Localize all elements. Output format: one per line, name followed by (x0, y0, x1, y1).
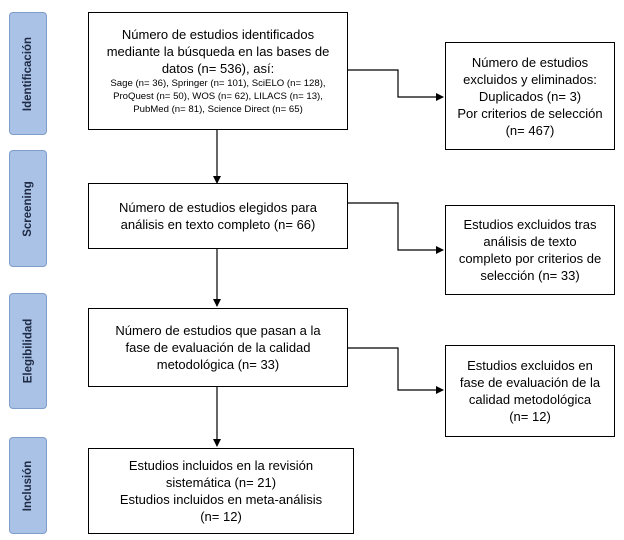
identified-sources-2: ProQuest (n= 50), WOS (n= 62), LILACS (n… (113, 91, 323, 102)
excl-dup-line-4: Por criterios de selección (457, 105, 603, 121)
excl-dup-line-5: (n= 467) (505, 122, 555, 138)
box-excluded-full-text: Estudios excluidos tras análisis de text… (445, 205, 615, 295)
excl-ft-line-1: Estudios excluidos tras (463, 217, 597, 232)
phase-identificacion: Identificación (9, 12, 47, 135)
excl-ft-line-2: análisis de texto (483, 234, 577, 249)
fulltext-line-1: Número de estudios elegidos para (118, 200, 317, 215)
quality-line-1: Número de estudios que pasan a la (115, 323, 321, 338)
included-line-1: Estudios incluidos en la revisión (128, 458, 314, 473)
fulltext-line-2: análisis en texto completo (n= 66) (120, 217, 316, 232)
quality-line-3: metodológica (n= 33) (156, 357, 280, 372)
identified-sources-1: Sage (n= 36), Springer (n= 101), SciELO … (110, 78, 326, 89)
box-quality-eval: Número de estudios que pasan a la fase d… (88, 308, 348, 387)
identified-line-2: mediante la búsqueda en las bases de (106, 44, 330, 59)
excl-dup-line-3: Duplicados (n= 3) (478, 88, 582, 104)
included-line-2: sistemática (n= 21) (165, 475, 277, 490)
phase-screening: Screening (9, 150, 47, 267)
excl-q-line-2: fase de evaluación de la (459, 375, 601, 390)
identified-line-1: Número de estudios identificados (121, 27, 315, 42)
quality-line-2: fase de evaluación de la calidad (125, 340, 311, 355)
excl-ft-line-3: completo por criterios de (458, 251, 602, 266)
excl-q-line-3: calidad metodológica (468, 392, 592, 407)
identified-line-3: datos (n= 536), así: (161, 61, 275, 76)
included-line-3: Estudios incluidos en meta-análisis (119, 492, 323, 507)
arrow-quality-to-excluded (348, 347, 444, 394)
phase-elegibilidad: Elegibilidad (9, 293, 47, 409)
arrow-identified-to-excluded (348, 69, 444, 101)
box-included: Estudios incluidos en la revisión sistem… (88, 448, 354, 534)
arrow-fulltext-to-excluded (348, 202, 444, 254)
box-excluded-quality: Estudios excluidos en fase de evaluación… (445, 345, 615, 437)
identified-sources-3: PubMed (n= 81), Science Direct (n= 65) (133, 104, 303, 115)
box-identified: Número de estudios identificados mediant… (88, 12, 348, 130)
excl-q-line-1: Estudios excluidos en (467, 358, 593, 373)
excl-ft-line-4: selección (n= 33) (480, 268, 580, 283)
box-excluded-duplicates: Número de estudios excluidos y eliminado… (445, 42, 615, 150)
phase-inclusion: Inclusión (9, 437, 47, 534)
box-full-text: Número de estudios elegidos para análisi… (88, 183, 348, 249)
excl-dup-line-1: Número de estudios (471, 54, 589, 70)
included-line-4: (n= 12) (200, 509, 242, 524)
excl-q-line-4: (n= 12) (509, 409, 551, 424)
excl-dup-line-2: excluidos y eliminados: (463, 71, 597, 87)
